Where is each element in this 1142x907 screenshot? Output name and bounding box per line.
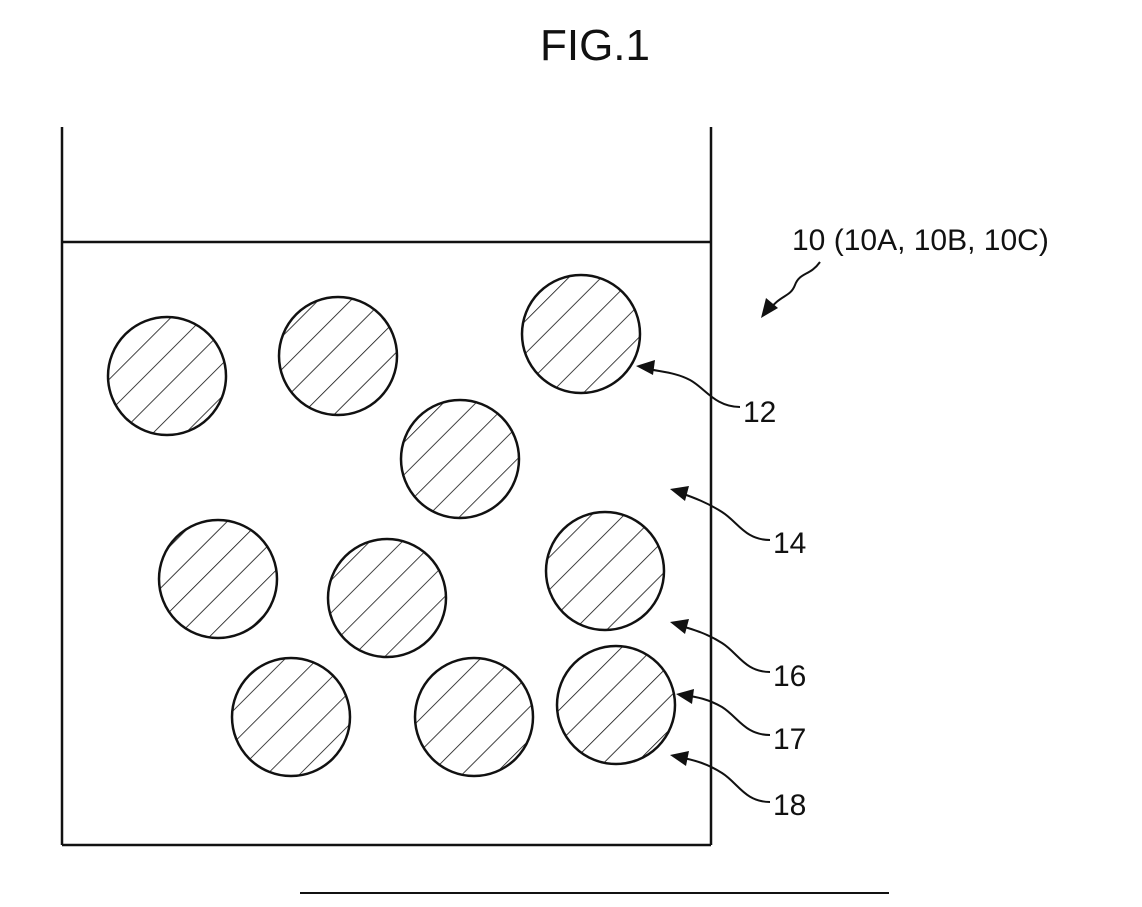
leader-line-10 [768, 262, 820, 312]
leader-line-18 [678, 757, 770, 802]
arrowhead-16 [670, 619, 689, 634]
arrowhead-18 [670, 751, 689, 766]
leader-line-17 [684, 695, 770, 735]
particle [522, 275, 640, 393]
label-14: 14 [773, 527, 806, 560]
label-10: 10 (10A, 10B, 10C) [792, 224, 1049, 257]
arrowhead-17 [676, 689, 694, 704]
particle [159, 520, 277, 638]
arrowhead-12 [636, 360, 655, 375]
arrowhead-14 [670, 486, 689, 501]
arrowhead-10 [761, 298, 778, 318]
particle [279, 297, 397, 415]
label-16: 16 [773, 660, 806, 693]
label-17: 17 [773, 723, 806, 756]
particle [557, 646, 675, 764]
particles [108, 275, 675, 776]
particle [328, 539, 446, 657]
particle [546, 512, 664, 630]
leader-line-14 [678, 492, 770, 540]
particle [108, 317, 226, 435]
figure-title: FIG.1 [540, 21, 650, 70]
particle [232, 658, 350, 776]
leader-line-12 [644, 368, 740, 407]
leader-line-16 [678, 625, 770, 672]
particle [415, 658, 533, 776]
particle [401, 400, 519, 518]
label-12: 12 [743, 396, 776, 429]
label-18: 18 [773, 789, 806, 822]
